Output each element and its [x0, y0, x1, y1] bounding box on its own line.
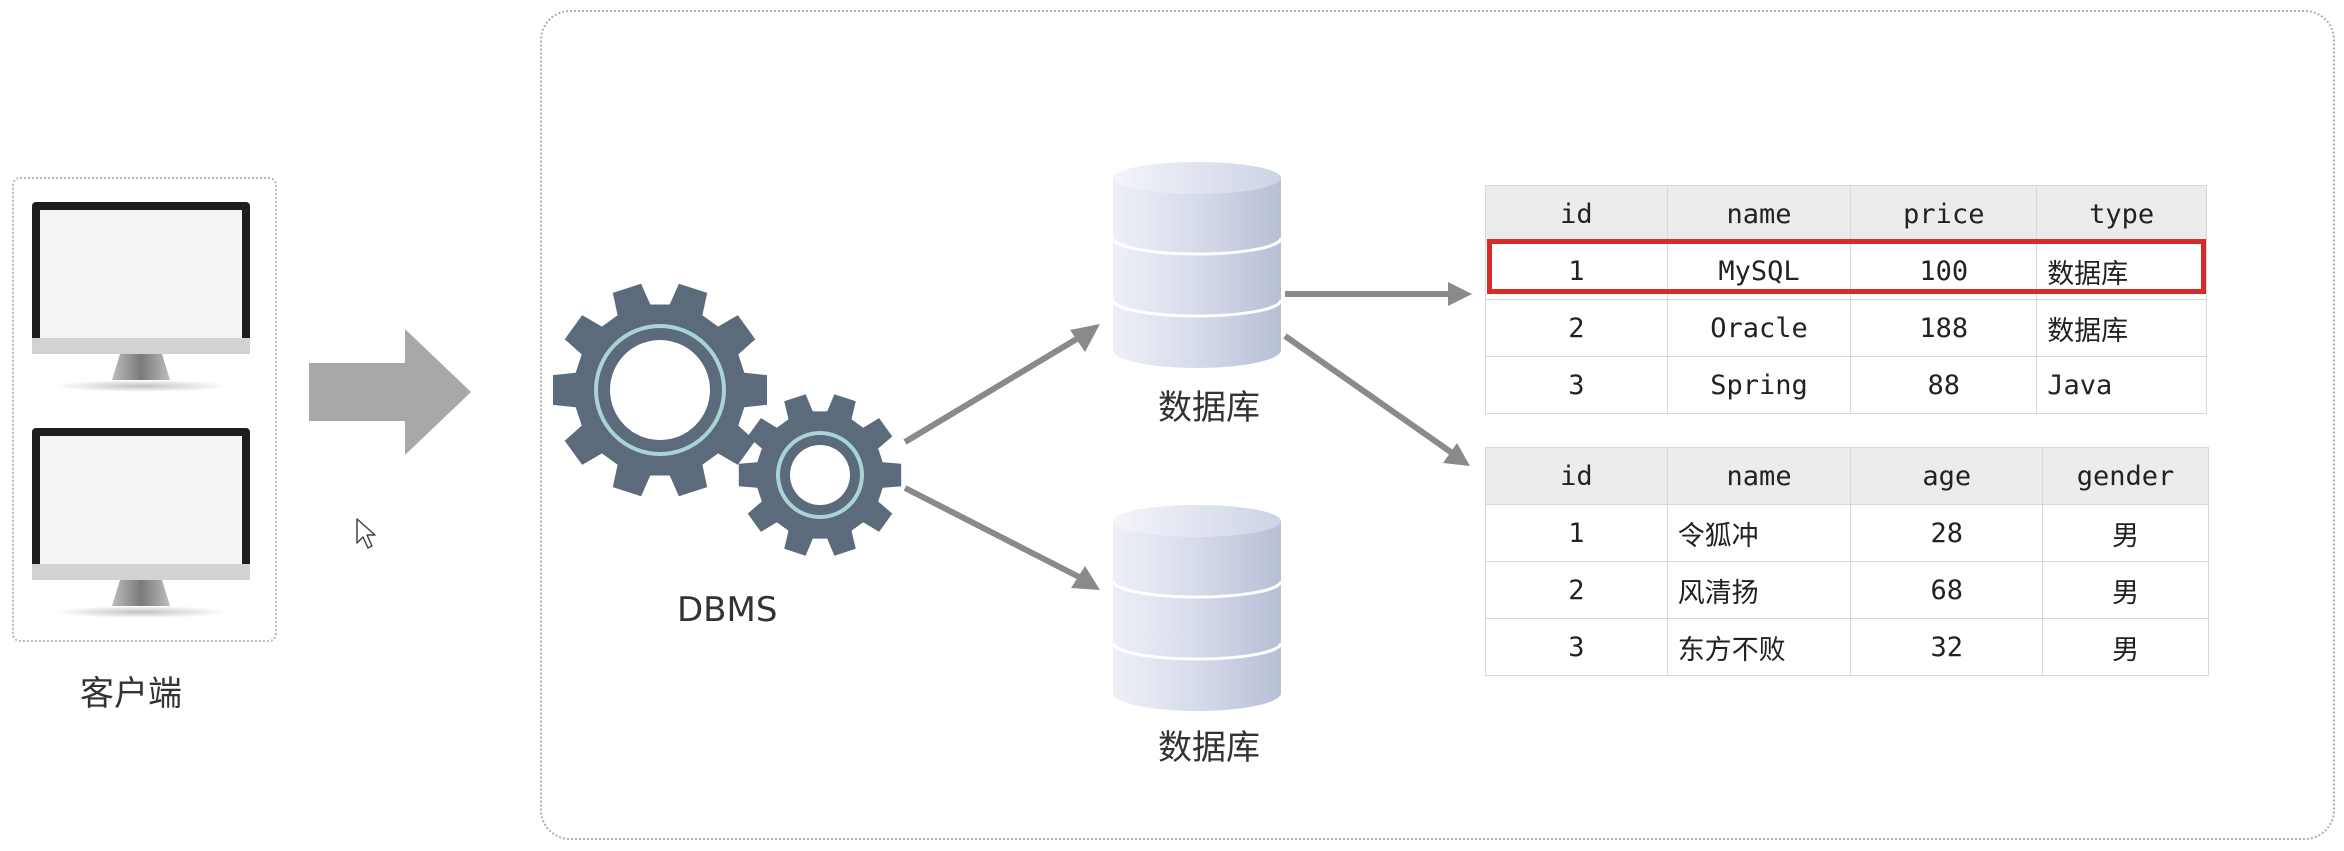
database-icon	[1111, 162, 1283, 368]
server-group	[540, 10, 2335, 840]
table-header-row: id name price type	[1485, 185, 2207, 243]
table-arrows	[1283, 282, 1472, 466]
table-cell: 男	[2042, 504, 2209, 562]
table-cell: 数据库	[2036, 242, 2207, 300]
table-cell: 1	[1485, 242, 1668, 300]
table-row: 3 东方不败 32 男	[1485, 618, 2209, 676]
column-header: type	[2036, 185, 2207, 243]
column-header: id	[1485, 447, 1668, 505]
arrow-right-icon	[309, 329, 471, 455]
table-cell: 2	[1485, 299, 1668, 357]
connector-arrows	[903, 324, 1100, 590]
table-cell: 令狐冲	[1666, 504, 1852, 562]
table-cell: 男	[2042, 618, 2209, 676]
table-cell: 3	[1485, 618, 1668, 676]
database-label: 数据库	[1158, 388, 1260, 428]
table-row: 3 Spring 88 Java	[1485, 356, 2207, 414]
table-cell: 88	[1850, 356, 2038, 414]
dbms-label: DBMS	[677, 590, 778, 630]
database-label: 数据库	[1158, 728, 1260, 768]
column-header: id	[1485, 185, 1668, 243]
column-header: name	[1666, 185, 1852, 243]
table-cell: 28	[1850, 504, 2044, 562]
column-header: name	[1666, 447, 1852, 505]
table-cell: Java	[2036, 356, 2207, 414]
users-table: id name age gender 1 令狐冲 28 男 2 风清扬 68 男…	[1485, 447, 2209, 676]
table-cell: 东方不败	[1666, 618, 1852, 676]
table-row: 1 令狐冲 28 男	[1485, 504, 2209, 562]
table-row: 1 MySQL 100 数据库	[1485, 242, 2207, 300]
table-cell: MySQL	[1666, 242, 1852, 300]
table-cell: 100	[1850, 242, 2038, 300]
table-row: 2 Oracle 188 数据库	[1485, 299, 2207, 357]
database-icon	[1111, 505, 1283, 711]
products-table: id name price type 1 MySQL 100 数据库 2 Ora…	[1485, 185, 2207, 414]
client-label: 客户端	[80, 674, 182, 714]
table-cell: 3	[1485, 356, 1668, 414]
column-header: price	[1850, 185, 2038, 243]
monitor-icon	[32, 202, 250, 392]
table-cell: 32	[1850, 618, 2044, 676]
table-cell: Oracle	[1666, 299, 1852, 357]
gears-icon	[553, 283, 902, 556]
client-group	[12, 177, 277, 642]
table-cell: 188	[1850, 299, 2038, 357]
table-cell: 68	[1850, 561, 2044, 619]
table-cell: 男	[2042, 561, 2209, 619]
table-cell: Spring	[1666, 356, 1852, 414]
monitor-icon	[32, 428, 250, 618]
table-header-row: id name age gender	[1485, 447, 2209, 505]
column-header: age	[1850, 447, 2044, 505]
table-cell: 数据库	[2036, 299, 2207, 357]
table-row: 2 风清扬 68 男	[1485, 561, 2209, 619]
table-cell: 1	[1485, 504, 1668, 562]
column-header: gender	[2042, 447, 2209, 505]
table-cell: 风清扬	[1666, 561, 1852, 619]
cursor-icon	[356, 518, 376, 549]
table-cell: 2	[1485, 561, 1668, 619]
